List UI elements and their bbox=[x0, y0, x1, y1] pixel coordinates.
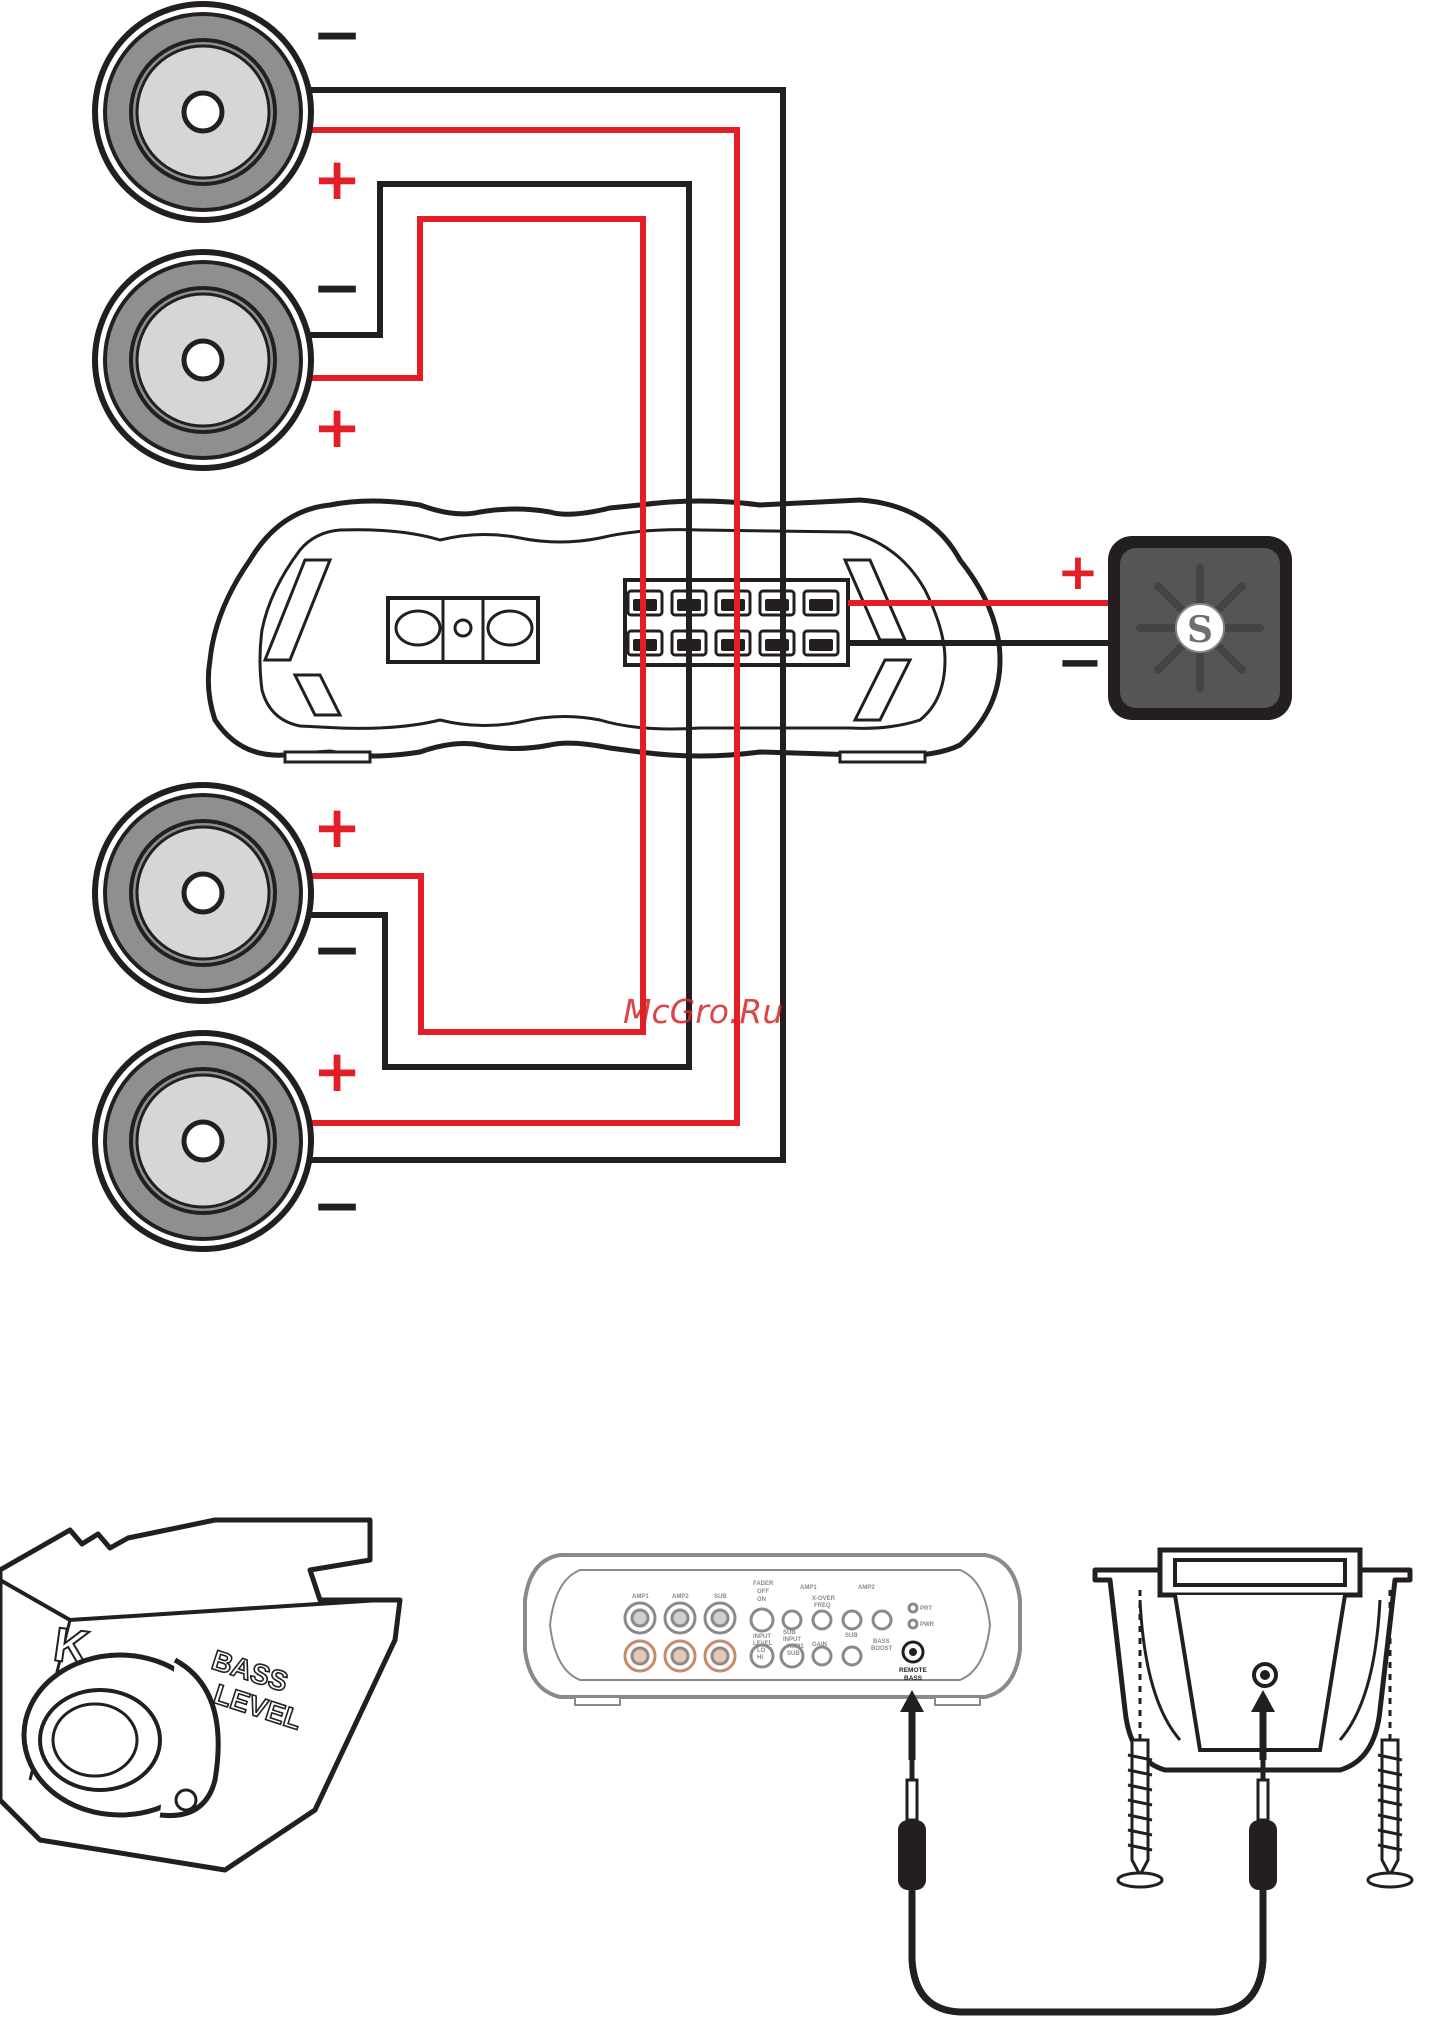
amp1-group-label: AMP1 bbox=[800, 1585, 817, 1591]
minus-sign: − bbox=[312, 253, 362, 323]
crossover-freq-label: FREQ bbox=[814, 1603, 831, 1609]
speaker-rear-right bbox=[95, 1033, 311, 1249]
plus-sign: + bbox=[313, 393, 362, 461]
fader-off-label: OFF bbox=[757, 1589, 769, 1595]
plus-sign: + bbox=[313, 1037, 362, 1105]
amp2-group-label: AMP2 bbox=[858, 1585, 875, 1591]
bass-boost-label-2: BOOST bbox=[871, 1646, 893, 1652]
led-prt-label: PRT bbox=[920, 1606, 932, 1612]
minus-sign: − bbox=[312, 915, 362, 985]
input-amp1-label: AMP1 bbox=[632, 1594, 649, 1600]
input-amp2-label: AMP2 bbox=[672, 1594, 689, 1600]
sub-input-label: SUB bbox=[783, 1630, 796, 1636]
fader-on-label: ON bbox=[757, 1597, 766, 1603]
power-terminal-block bbox=[388, 598, 538, 662]
remote-jack-label-2: BASS bbox=[904, 1675, 923, 1682]
minus-sign: − bbox=[1057, 630, 1104, 695]
gain-label: GAIN bbox=[812, 1642, 827, 1648]
mounting-screw bbox=[1368, 1740, 1412, 1887]
plus-sign: + bbox=[313, 145, 362, 213]
minus-sign: − bbox=[312, 0, 362, 70]
sub-group-label: SUB bbox=[845, 1633, 858, 1639]
minus-sign: − bbox=[312, 1171, 362, 1241]
input-level-label-2: LEVEL bbox=[753, 1641, 773, 1647]
amplifier-control-panel: AMP1 AMP2 SUB FADER OFF ON INPUT LEVEL L… bbox=[525, 1555, 1020, 1705]
speaker-front-right bbox=[95, 252, 311, 468]
bass-boost-label: BASS bbox=[873, 1639, 890, 1645]
subwoofer: S bbox=[1108, 536, 1292, 720]
plus-sign: + bbox=[313, 793, 362, 861]
watermark: McGro.Ru bbox=[623, 992, 783, 1031]
fader-label: FADER bbox=[753, 1581, 774, 1587]
sub-input-amp1-label: AMP1 bbox=[787, 1644, 804, 1650]
bass-level-remote: K BASS LEVEL bbox=[0, 1520, 400, 1870]
input-level-hi-label: HI bbox=[757, 1655, 763, 1661]
input-level-lo-label: LO bbox=[757, 1648, 766, 1654]
speaker-front-left bbox=[95, 4, 311, 220]
remote-jack-label: REMOTE bbox=[899, 1667, 927, 1674]
input-level-label: INPUT bbox=[753, 1634, 771, 1640]
plus-sign: + bbox=[1057, 543, 1099, 601]
speaker-rear-left bbox=[95, 785, 311, 1001]
crossover-label: X-OVER bbox=[812, 1596, 836, 1602]
led-pwr-label: PWR bbox=[920, 1622, 935, 1628]
sub-input-label-2: INPUT bbox=[783, 1637, 801, 1643]
brand-logo: S bbox=[1187, 609, 1213, 651]
input-sub-label: SUB bbox=[714, 1594, 727, 1600]
amplifier bbox=[208, 500, 1000, 762]
sub-input-sub-label: SUB bbox=[787, 1651, 800, 1657]
